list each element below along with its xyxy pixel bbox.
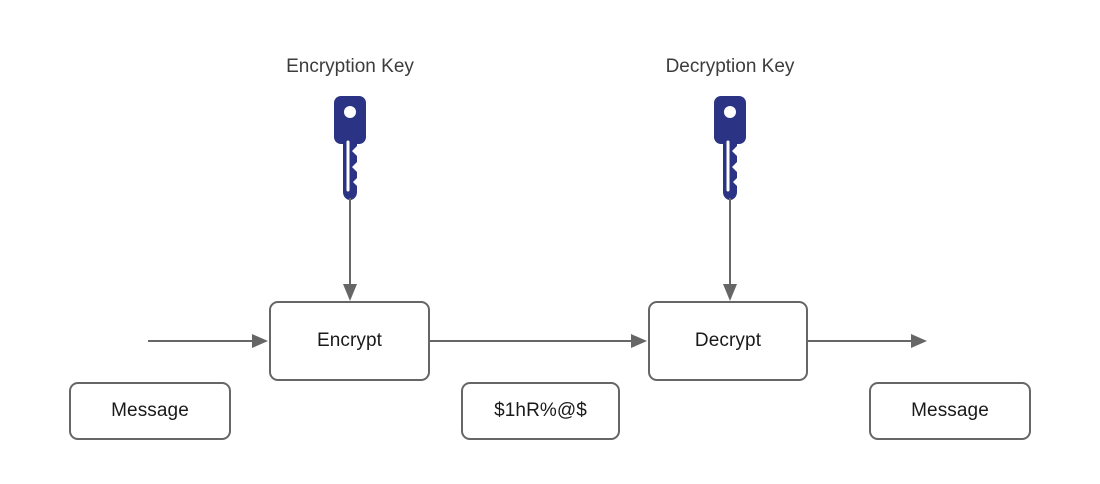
input-message-box[interactable]: Message	[69, 382, 231, 440]
output-message-box[interactable]: Message	[869, 382, 1031, 440]
encryption-key-arrow	[343, 198, 357, 301]
decryption-key-arrow	[723, 198, 737, 301]
input-flow-arrow	[148, 334, 268, 348]
encrypt-process-box[interactable]: Encrypt	[269, 301, 430, 381]
ciphertext-box[interactable]: $1hR%@$	[461, 382, 620, 440]
decrypt-process-box[interactable]: Decrypt	[648, 301, 808, 381]
decryption-key-label: Decryption Key	[665, 56, 795, 77]
encryption-key-label: Encryption Key	[286, 56, 414, 77]
ciphertext-flow-arrow	[429, 334, 647, 348]
output-flow-arrow	[807, 334, 927, 348]
encryption-key-icon	[328, 96, 372, 202]
decryption-key-icon	[708, 96, 752, 202]
